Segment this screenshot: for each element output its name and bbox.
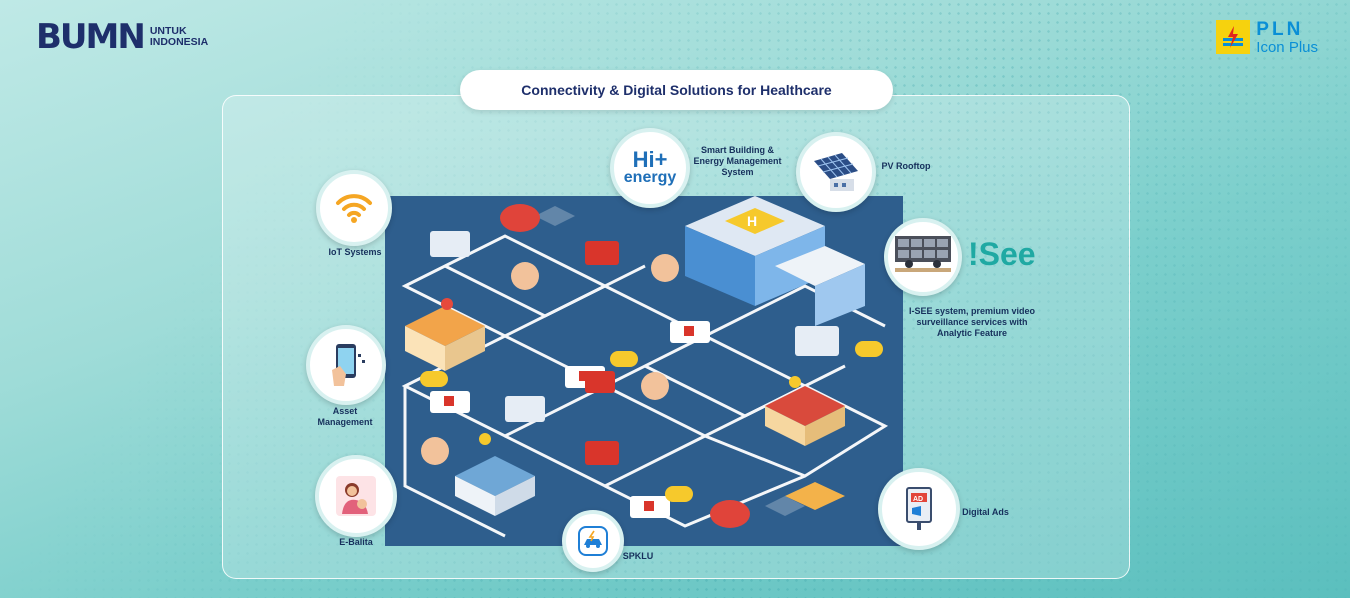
digital-ads-bubble[interactable]: AD (878, 468, 960, 550)
smart-building-line3: System (721, 167, 754, 177)
solar-panel-icon (814, 153, 858, 191)
svg-text:H: H (747, 213, 757, 229)
isee-line2: surveillance services with (916, 317, 1028, 327)
bumn-logo-mark: BUMN (36, 17, 146, 57)
wifi-icon (336, 194, 372, 223)
ev-charging-icon (578, 526, 608, 556)
iot-systems-label: IoT Systems (328, 247, 382, 257)
pln-name: PLN (1256, 19, 1304, 40)
isee-brand-logo: !See (968, 236, 1036, 272)
ads-badge-text: AD (913, 496, 923, 503)
iot-systems-bubble[interactable] (316, 170, 392, 246)
hi-energy-logo-bottom: energy (623, 169, 677, 186)
billboard-icon: AD (906, 487, 932, 530)
digital-ads-label: Digital Ads (962, 507, 1009, 517)
pv-rooftop-bubble[interactable] (796, 132, 876, 212)
asset-management-line1: Asset (332, 406, 358, 416)
pln-logo: PLN Icon Plus (1216, 20, 1318, 56)
smart-building-line2: Energy Management (693, 156, 782, 166)
asset-management-line2: Management (317, 417, 373, 427)
phone-scan-icon (332, 344, 365, 386)
pln-subtitle: Icon Plus (1256, 39, 1318, 56)
pv-rooftop-label: PV Rooftop (881, 161, 931, 171)
isee-bubble[interactable] (884, 218, 962, 296)
smart-building-label: Smart Building & Energy Management Syste… (690, 145, 785, 178)
spklu-label: SPKLU (622, 551, 654, 561)
control-room-icon (895, 236, 951, 272)
mother-baby-icon (336, 476, 376, 516)
isee-line3: Analytic Feature (936, 328, 1008, 338)
e-balita-label: E-Balita (339, 537, 373, 547)
asset-management-label: Asset Management (300, 406, 390, 428)
spklu-bubble[interactable] (562, 510, 624, 572)
isee-line1: I-SEE system, premium video (908, 306, 1036, 316)
asset-management-bubble[interactable] (306, 325, 386, 405)
hi-energy-bubble[interactable]: Hi+ energy (610, 128, 690, 208)
e-balita-bubble[interactable] (315, 455, 397, 537)
bumn-logo-text: UNTUK INDONESIA (150, 26, 208, 48)
hi-energy-logo-top: Hi+ (632, 147, 668, 172)
isee-label: I-SEE system, premium video surveillance… (902, 306, 1042, 339)
pln-lightning-icon (1216, 20, 1251, 54)
bumn-logo-line1: UNTUK (149, 25, 187, 37)
healthcare-isometric-map: H (385, 196, 903, 546)
bumn-logo-line2: INDONESIA (149, 36, 209, 48)
smart-building-line1: Smart Building & (700, 145, 774, 155)
bumn-logo: BUMN UNTUK INDONESIA (36, 20, 208, 54)
page-title: Connectivity & Digital Solutions for Hea… (460, 70, 893, 110)
